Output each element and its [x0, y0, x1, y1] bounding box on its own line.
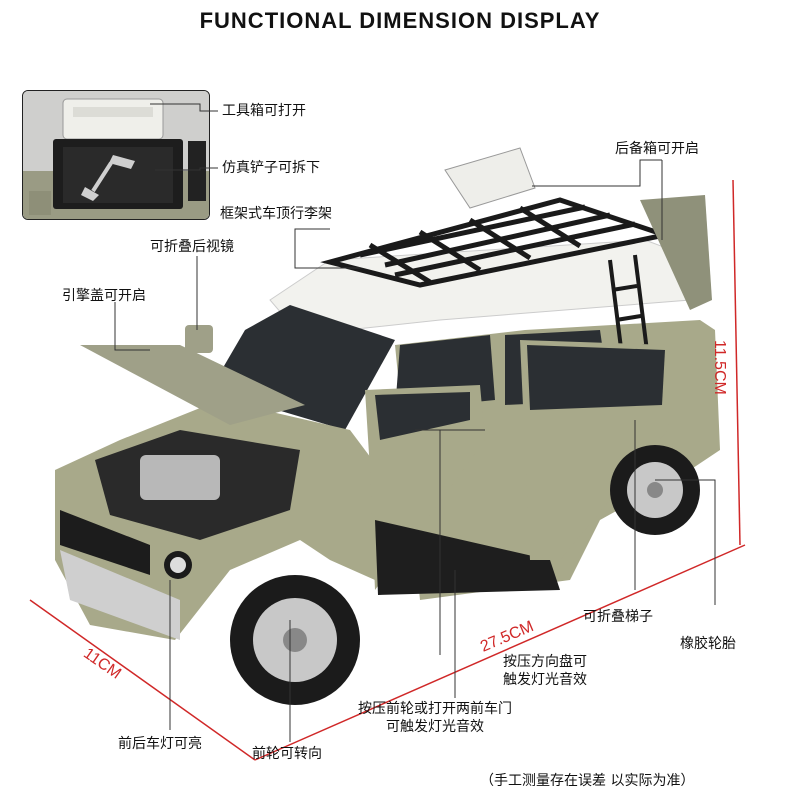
- shovel-label: 仿真铲子可拆下: [222, 160, 320, 176]
- hood-label: 引擎盖可开启: [62, 288, 146, 304]
- front-wheel-label: 按压前轮或打开两前车门 可触发灯光音效: [358, 700, 512, 736]
- front-wheel-label-line1: 按压前轮或打开两前车门: [358, 701, 512, 717]
- steering-label-line1: 按压方向盘可: [503, 654, 587, 670]
- trunk-label: 后备箱可开启: [615, 141, 699, 157]
- ladder-label: 可折叠梯子: [583, 609, 653, 625]
- toolbox-inset-image: [22, 90, 210, 220]
- measurement-note: （手工测量存在误差 以实际为准）: [480, 773, 695, 789]
- mirror-label: 可折叠后视镜: [150, 239, 234, 255]
- steering-label: 按压方向盘可 触发灯光音效: [503, 653, 587, 689]
- lights-label: 前后车灯可亮: [118, 736, 202, 752]
- roof-rack-label: 框架式车顶行李架: [220, 206, 332, 222]
- front-wheel-label-line2: 可触发灯光音效: [386, 719, 484, 735]
- page-title: FUNCTIONAL DIMENSION DISPLAY: [199, 8, 601, 33]
- height-dimension: 11.5CM: [711, 340, 728, 395]
- front-steer-label: 前轮可转向: [252, 746, 322, 762]
- toolbox-label: 工具箱可打开: [222, 103, 306, 119]
- steering-label-line2: 触发灯光音效: [503, 672, 587, 688]
- tire-label: 橡胶轮胎: [680, 636, 736, 652]
